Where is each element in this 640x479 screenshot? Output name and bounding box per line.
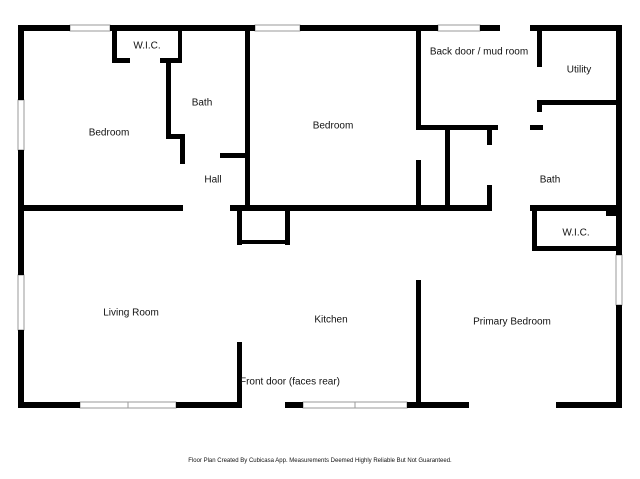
wall	[18, 25, 24, 100]
wall	[616, 25, 622, 255]
window	[69, 24, 111, 32]
window	[437, 24, 481, 32]
room-label-primary-bedroom: Primary Bedroom	[473, 317, 551, 328]
wall	[416, 205, 491, 211]
wall	[530, 125, 543, 130]
wall	[445, 125, 450, 211]
room-label-bath-left: Bath	[192, 98, 213, 109]
wall	[537, 100, 622, 105]
wall	[178, 31, 182, 63]
wall	[537, 31, 542, 67]
room-label-bedroom-middle: Bedroom	[313, 121, 354, 132]
room-label-wic-top: W.I.C.	[133, 41, 160, 52]
wall	[537, 100, 542, 112]
wall	[532, 246, 622, 251]
wall	[18, 25, 70, 31]
wall	[616, 305, 622, 408]
wall	[416, 280, 421, 408]
wall	[18, 330, 24, 408]
room-label-kitchen: Kitchen	[314, 315, 347, 326]
wall	[285, 205, 290, 245]
wall	[18, 205, 183, 211]
wall	[237, 240, 290, 244]
wall	[487, 185, 492, 211]
wall	[530, 25, 622, 31]
wall	[18, 150, 24, 275]
room-label-front-door: Front door (faces rear)	[240, 377, 340, 388]
walls	[18, 25, 622, 408]
window	[615, 254, 623, 306]
window	[254, 24, 301, 32]
wall	[532, 205, 537, 250]
wall	[230, 205, 422, 211]
wall	[110, 25, 255, 31]
room-label-bath-right: Bath	[540, 175, 561, 186]
wall	[166, 63, 171, 138]
room-label-back-door: Back door / mud room	[430, 47, 528, 58]
wall	[480, 25, 500, 31]
window	[302, 401, 356, 409]
wall	[416, 31, 421, 126]
window	[17, 99, 25, 151]
wall	[112, 58, 130, 63]
wall	[112, 31, 117, 63]
wall	[416, 160, 421, 210]
wall	[18, 402, 80, 408]
room-label-wic-right: W.I.C.	[562, 228, 589, 239]
room-label-living-room: Living Room	[103, 308, 159, 319]
wall	[300, 25, 438, 31]
disclaimer-note: Floor Plan Created By Cubicasa App. Meas…	[188, 458, 452, 464]
wall	[176, 402, 242, 408]
wall	[160, 58, 182, 63]
room-label-bedroom-left: Bedroom	[89, 128, 130, 139]
wall	[416, 125, 498, 130]
room-labels: W.I.C. Bedroom Bath Hall Bedroom Back do…	[89, 41, 592, 388]
room-label-utility: Utility	[567, 65, 591, 76]
window	[127, 401, 177, 409]
window	[17, 274, 25, 331]
wall	[407, 402, 469, 408]
wall	[166, 134, 184, 139]
wall	[487, 125, 492, 145]
window	[354, 401, 408, 409]
window	[79, 401, 129, 409]
wall	[220, 153, 250, 158]
wall	[285, 402, 303, 408]
wall	[237, 342, 242, 408]
wall	[180, 134, 185, 164]
room-label-hall: Hall	[204, 175, 221, 186]
wall	[530, 205, 622, 211]
wall	[245, 31, 250, 211]
wall	[237, 205, 242, 245]
wall	[606, 211, 616, 216]
wall	[556, 402, 622, 408]
